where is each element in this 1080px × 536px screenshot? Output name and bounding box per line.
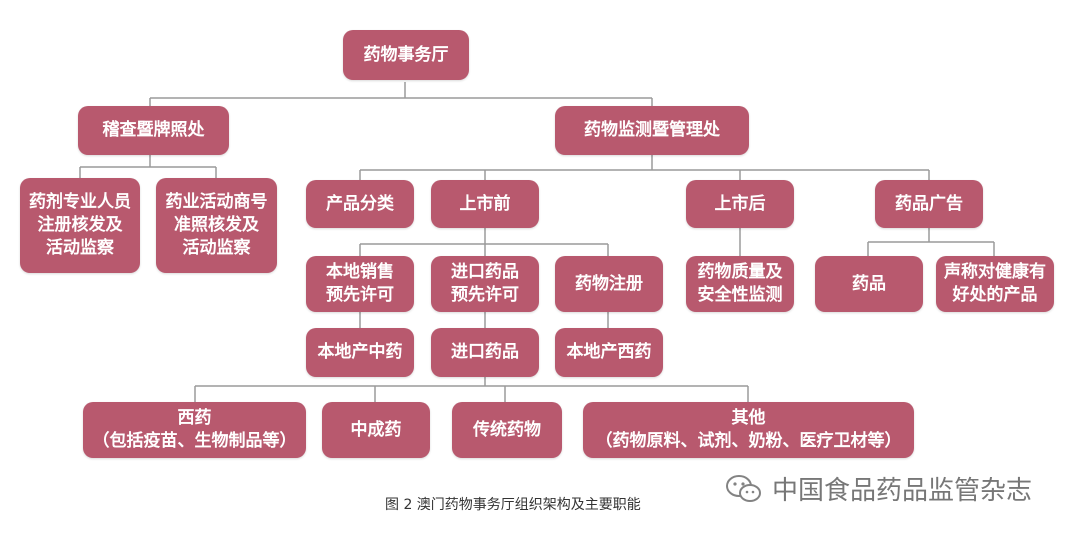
figure-caption: 图 2 澳门药物事务厅组织架构及主要职能 [385, 497, 641, 513]
node-label-line: 预先许可 [451, 285, 519, 305]
node-imported-drugs: 进口药品 [431, 328, 539, 377]
node-label-line: 活动监察 [182, 238, 251, 258]
node-label-line: 药物质量及 [697, 262, 783, 282]
node-label-line: 注册核发及 [37, 215, 123, 235]
node-local-western: 本地产西药 [555, 328, 663, 377]
watermark-text: 中国食品药品监管杂志 [772, 476, 1033, 506]
node-traditional-medicine: 传统药物 [452, 402, 562, 458]
node-quality-safety-monitoring: 药物质量及 安全性监测 [686, 256, 794, 312]
node-label: 本地产西药 [566, 342, 652, 362]
node-ad-health-products: 声称对健康有 好处的产品 [936, 256, 1054, 312]
node-proprietary-chinese-medicine: 中成药 [322, 402, 430, 458]
node-others: 其他 （药物原料、试剂、奶粉、医疗卫材等） [583, 402, 914, 458]
node-label: 上市后 [714, 193, 766, 214]
node-label-line: 药剂专业人员 [29, 192, 131, 212]
node-label-line: 活动监察 [46, 238, 114, 258]
node-label: 中成药 [350, 419, 402, 440]
node-pharmaceutical-affairs-bureau: 药物事务厅 [343, 30, 469, 80]
wechat-icon [726, 474, 761, 502]
node-product-classification: 产品分类 [306, 180, 414, 228]
node-label: 传统药物 [473, 419, 541, 440]
node-pre-market: 上市前 [431, 180, 539, 228]
node-label-line: （包括疫苗、生物制品等） [92, 431, 297, 451]
node-label: 产品分类 [326, 193, 394, 214]
node-local-tcm: 本地产中药 [306, 328, 414, 377]
node-import-permit: 进口药品 预先许可 [431, 256, 539, 312]
node-drug-advertising: 药品广告 [875, 180, 983, 228]
node-inspection-licensing: 稽查暨牌照处 [78, 106, 229, 155]
node-label-line: 准照核发及 [174, 215, 259, 235]
node-label: 药品 [852, 273, 886, 294]
node-label-line: （药物原料、试剂、奶粉、医疗卫材等） [595, 431, 902, 451]
node-post-market: 上市后 [686, 180, 794, 228]
node-label: 上市前 [459, 193, 511, 214]
node-label: 药品广告 [895, 193, 963, 214]
node-label: 本地产中药 [317, 342, 403, 362]
node-label-line: 声称对健康有 [944, 262, 1046, 282]
node-label-line: 预先许可 [326, 285, 394, 305]
node-local-sales-permit: 本地销售 预先许可 [306, 256, 414, 312]
node-business-license: 药业活动商号 准照核发及 活动监察 [156, 178, 277, 273]
node-ad-drugs: 药品 [815, 256, 923, 312]
watermark: 中国食品药品监管杂志 [724, 470, 1032, 507]
node-drug-monitoring-management: 药物监测暨管理处 [555, 106, 749, 155]
node-label: 药物事务厅 [363, 44, 449, 65]
node-label: 稽查暨牌照处 [102, 120, 205, 140]
node-label-line: 本地销售 [326, 262, 394, 282]
node-western-medicine: 西药 （包括疫苗、生物制品等） [83, 402, 306, 458]
node-drug-registration: 药物注册 [555, 256, 663, 312]
node-label-line: 进口药品 [451, 262, 519, 282]
node-label-line: 安全性监测 [697, 285, 783, 305]
node-label: 进口药品 [451, 342, 519, 362]
node-label: 药物注册 [575, 273, 643, 294]
node-label-line: 西药 [177, 408, 212, 428]
node-label: 药物监测暨管理处 [584, 120, 720, 140]
node-pharmacist-registration: 药剂专业人员 注册核发及 活动监察 [20, 178, 140, 273]
node-label-line: 好处的产品 [952, 285, 1038, 305]
node-label-line: 药业活动商号 [165, 192, 268, 212]
node-label-line: 其他 [731, 408, 766, 428]
